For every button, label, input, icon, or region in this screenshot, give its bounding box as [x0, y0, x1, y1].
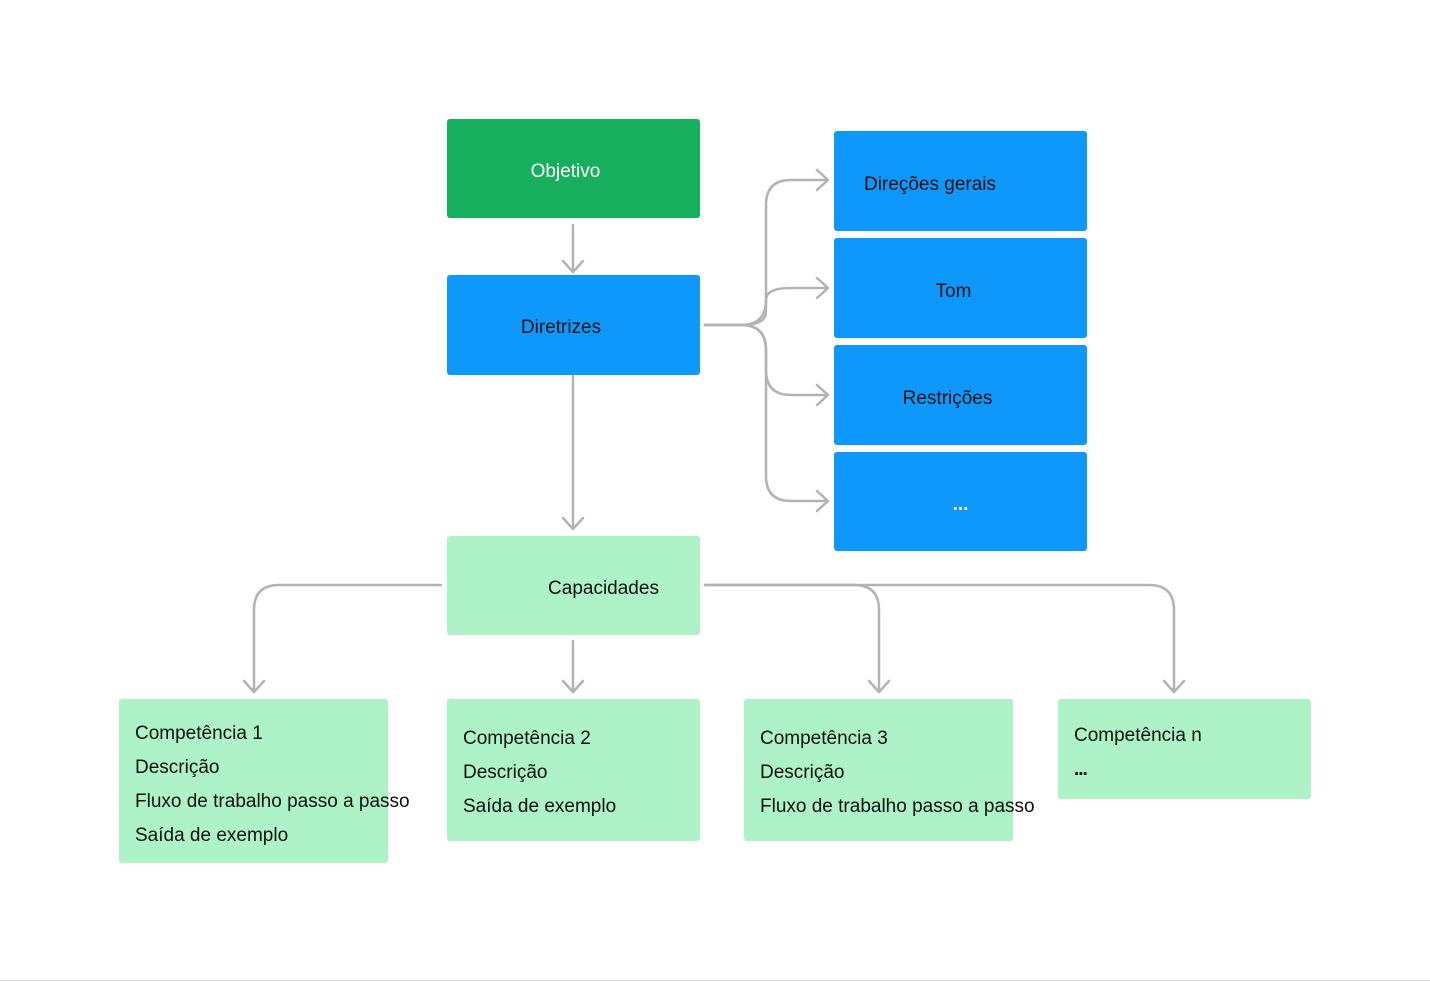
skill-line: ...	[1074, 759, 1088, 780]
arrow-objective-to-guidelines	[561, 223, 585, 274]
capabilities-label: Capacidades	[548, 578, 659, 599]
arrow-to-skill-n	[703, 583, 1186, 694]
skill-card-3: Competência 3 Descrição Fluxo de trabalh…	[744, 699, 1035, 841]
arrow-to-ellipsis	[703, 323, 830, 513]
guideline-item-ellipsis: ...	[834, 452, 1087, 551]
skill-line: Descrição	[760, 762, 845, 783]
ellipsis-label: ...	[952, 494, 969, 515]
skill-line: Descrição	[135, 757, 220, 778]
bottom-divider	[0, 980, 1430, 981]
objective-node: Objetivo	[447, 119, 700, 218]
skill-line: Saída de exemplo	[135, 825, 289, 846]
skill-title: Competência 2	[463, 728, 591, 749]
skill-title: Competência 1	[135, 723, 263, 744]
skill-line: Fluxo de trabalho passo a passo	[135, 791, 410, 812]
arrow-to-tom	[703, 276, 830, 327]
guideline-item-tom: Tom	[834, 238, 1087, 338]
guidelines-node: Diretrizes	[447, 275, 700, 375]
guideline-item-label: Restrições	[902, 387, 993, 409]
arrow-to-skill-2	[561, 639, 585, 694]
skill-card-n: Competência n ...	[1058, 699, 1311, 799]
guidelines-label: Diretrizes	[520, 316, 602, 338]
capabilities-node: Capacidades	[447, 536, 700, 635]
objective-label: Objetivo	[530, 161, 601, 182]
skill-title: Competência 3	[760, 728, 888, 749]
guideline-item-label: Direções gerais	[864, 174, 996, 195]
skill-line: Saída de exemplo	[463, 796, 617, 817]
guideline-item-direcoes-gerais: Direções gerais	[834, 131, 1087, 231]
skill-card-1: Competência 1 Descrição Fluxo de trabalh…	[119, 699, 410, 863]
skill-line: Descrição	[463, 762, 548, 783]
skill-line: Fluxo de trabalho passo a passo	[760, 796, 1035, 817]
skill-title: Competência n	[1074, 725, 1202, 746]
arrow-to-skill-3	[703, 583, 891, 694]
guideline-item-label: Tom	[935, 280, 972, 302]
arrow-to-skill-1	[242, 583, 443, 694]
skill-card-2: Competência 2 Descrição Saída de exemplo	[447, 699, 700, 841]
arrow-guidelines-to-capabilities	[561, 374, 585, 531]
guideline-item-restricoes: Restrições	[834, 345, 1087, 445]
